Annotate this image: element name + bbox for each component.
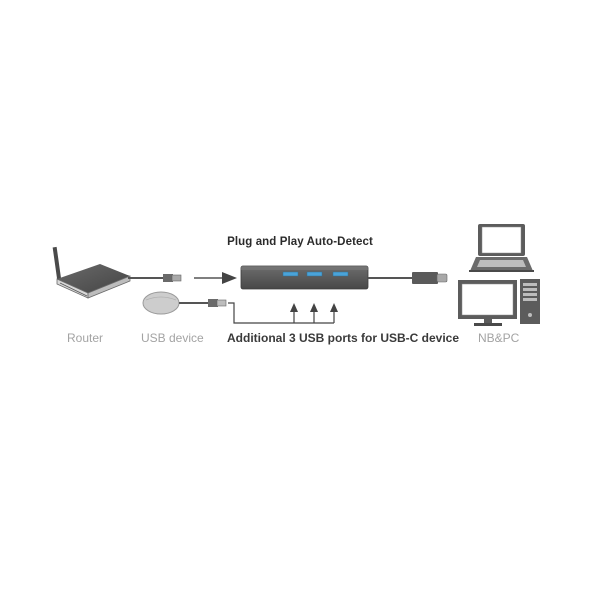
ports-bracket [228,302,338,324]
usb-hub-icon [240,265,448,290]
additional-ports-label: Additional 3 USB ports for USB-C device [227,331,460,345]
desktop-pc-icon [458,279,540,326]
router-cable [128,274,182,282]
mouse-icon [142,291,227,315]
nb-pc-label: NB&PC [478,331,520,345]
usb-port-1 [282,271,299,277]
usb-device-label: USB device [141,331,204,345]
usb-port-3 [332,271,349,277]
router-icon [52,246,131,299]
usb-port-2 [306,271,323,277]
diagram-title: Plug and Play Auto-Detect [227,236,373,248]
arrow-router-to-hub [194,272,237,284]
router-label: Router [67,331,104,345]
laptop-icon [469,224,534,272]
